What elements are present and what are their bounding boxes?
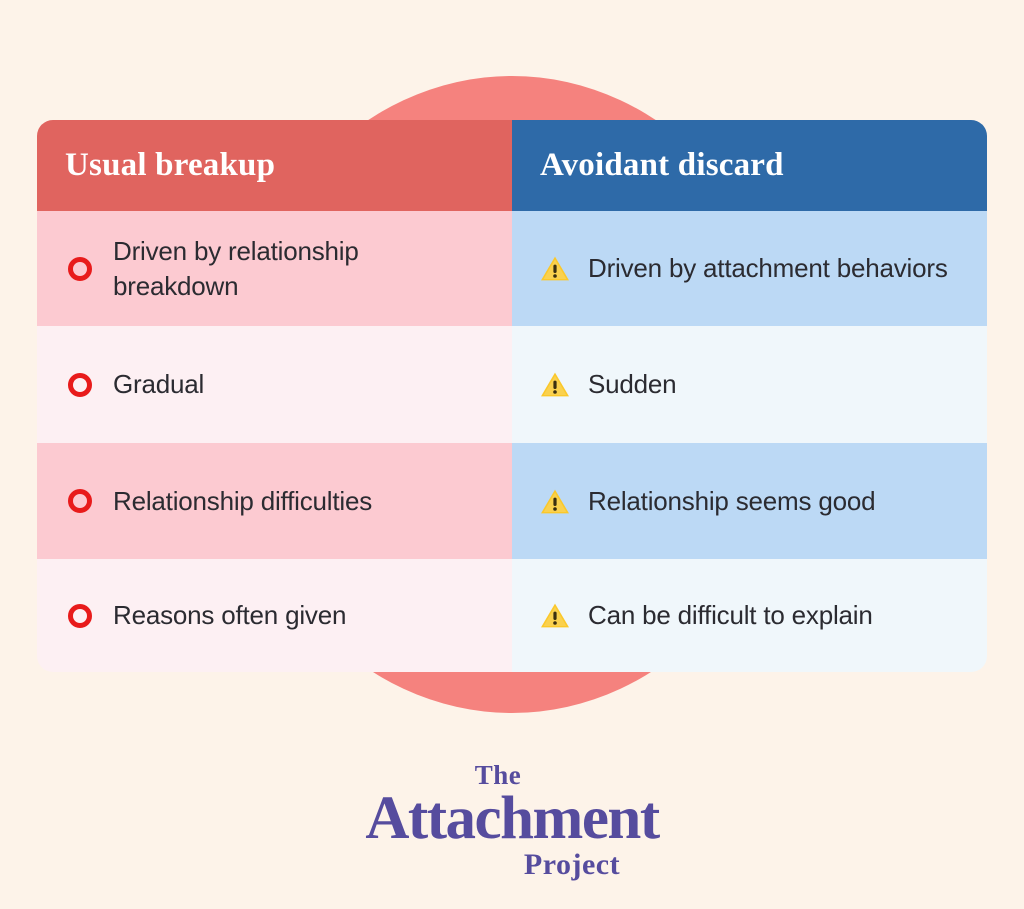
- cell-text: Gradual: [113, 369, 205, 400]
- cell-text: Driven by relationship breakdown: [113, 236, 359, 301]
- table-row: Sudden: [512, 326, 987, 443]
- warning-triangle-icon: [540, 486, 570, 516]
- column-header-avoidant-discard: Avoidant discard: [512, 120, 987, 211]
- red-ring-icon: [65, 254, 95, 284]
- table-row: Relationship difficulties: [37, 443, 512, 559]
- cell-text: Relationship difficulties: [113, 485, 372, 516]
- cell-text: Driven by attachment behaviors: [588, 253, 948, 284]
- logo-line-attachment: Attachment: [365, 785, 660, 852]
- cell-text: Relationship seems good: [588, 485, 876, 516]
- brand-logo: The Attachment Project: [0, 762, 1024, 880]
- red-ring-icon: [65, 486, 95, 516]
- red-ring-icon: [65, 601, 95, 631]
- cell-text: Can be difficult to explain: [588, 600, 873, 631]
- cell-text: Reasons often given: [113, 600, 347, 631]
- red-ring-icon: [65, 370, 95, 400]
- warning-triangle-icon: [540, 601, 570, 631]
- logo-line-the: The: [474, 760, 522, 790]
- table-row: Reasons often given: [37, 559, 512, 672]
- table-row: Driven by attachment behaviors: [512, 211, 987, 326]
- table-row: Driven by relationship breakdown: [37, 211, 512, 326]
- table-row: Can be difficult to explain: [512, 559, 987, 672]
- table-row: Relationship seems good: [512, 443, 987, 559]
- warning-triangle-icon: [540, 254, 570, 284]
- warning-triangle-icon: [540, 370, 570, 400]
- column-header-usual-breakup: Usual breakup: [37, 120, 512, 211]
- table-row: Gradual: [37, 326, 512, 443]
- comparison-table: Usual breakup Avoidant discard Driven by…: [37, 120, 987, 672]
- logo-line-project: Project: [523, 847, 621, 881]
- cell-text: Sudden: [588, 369, 677, 400]
